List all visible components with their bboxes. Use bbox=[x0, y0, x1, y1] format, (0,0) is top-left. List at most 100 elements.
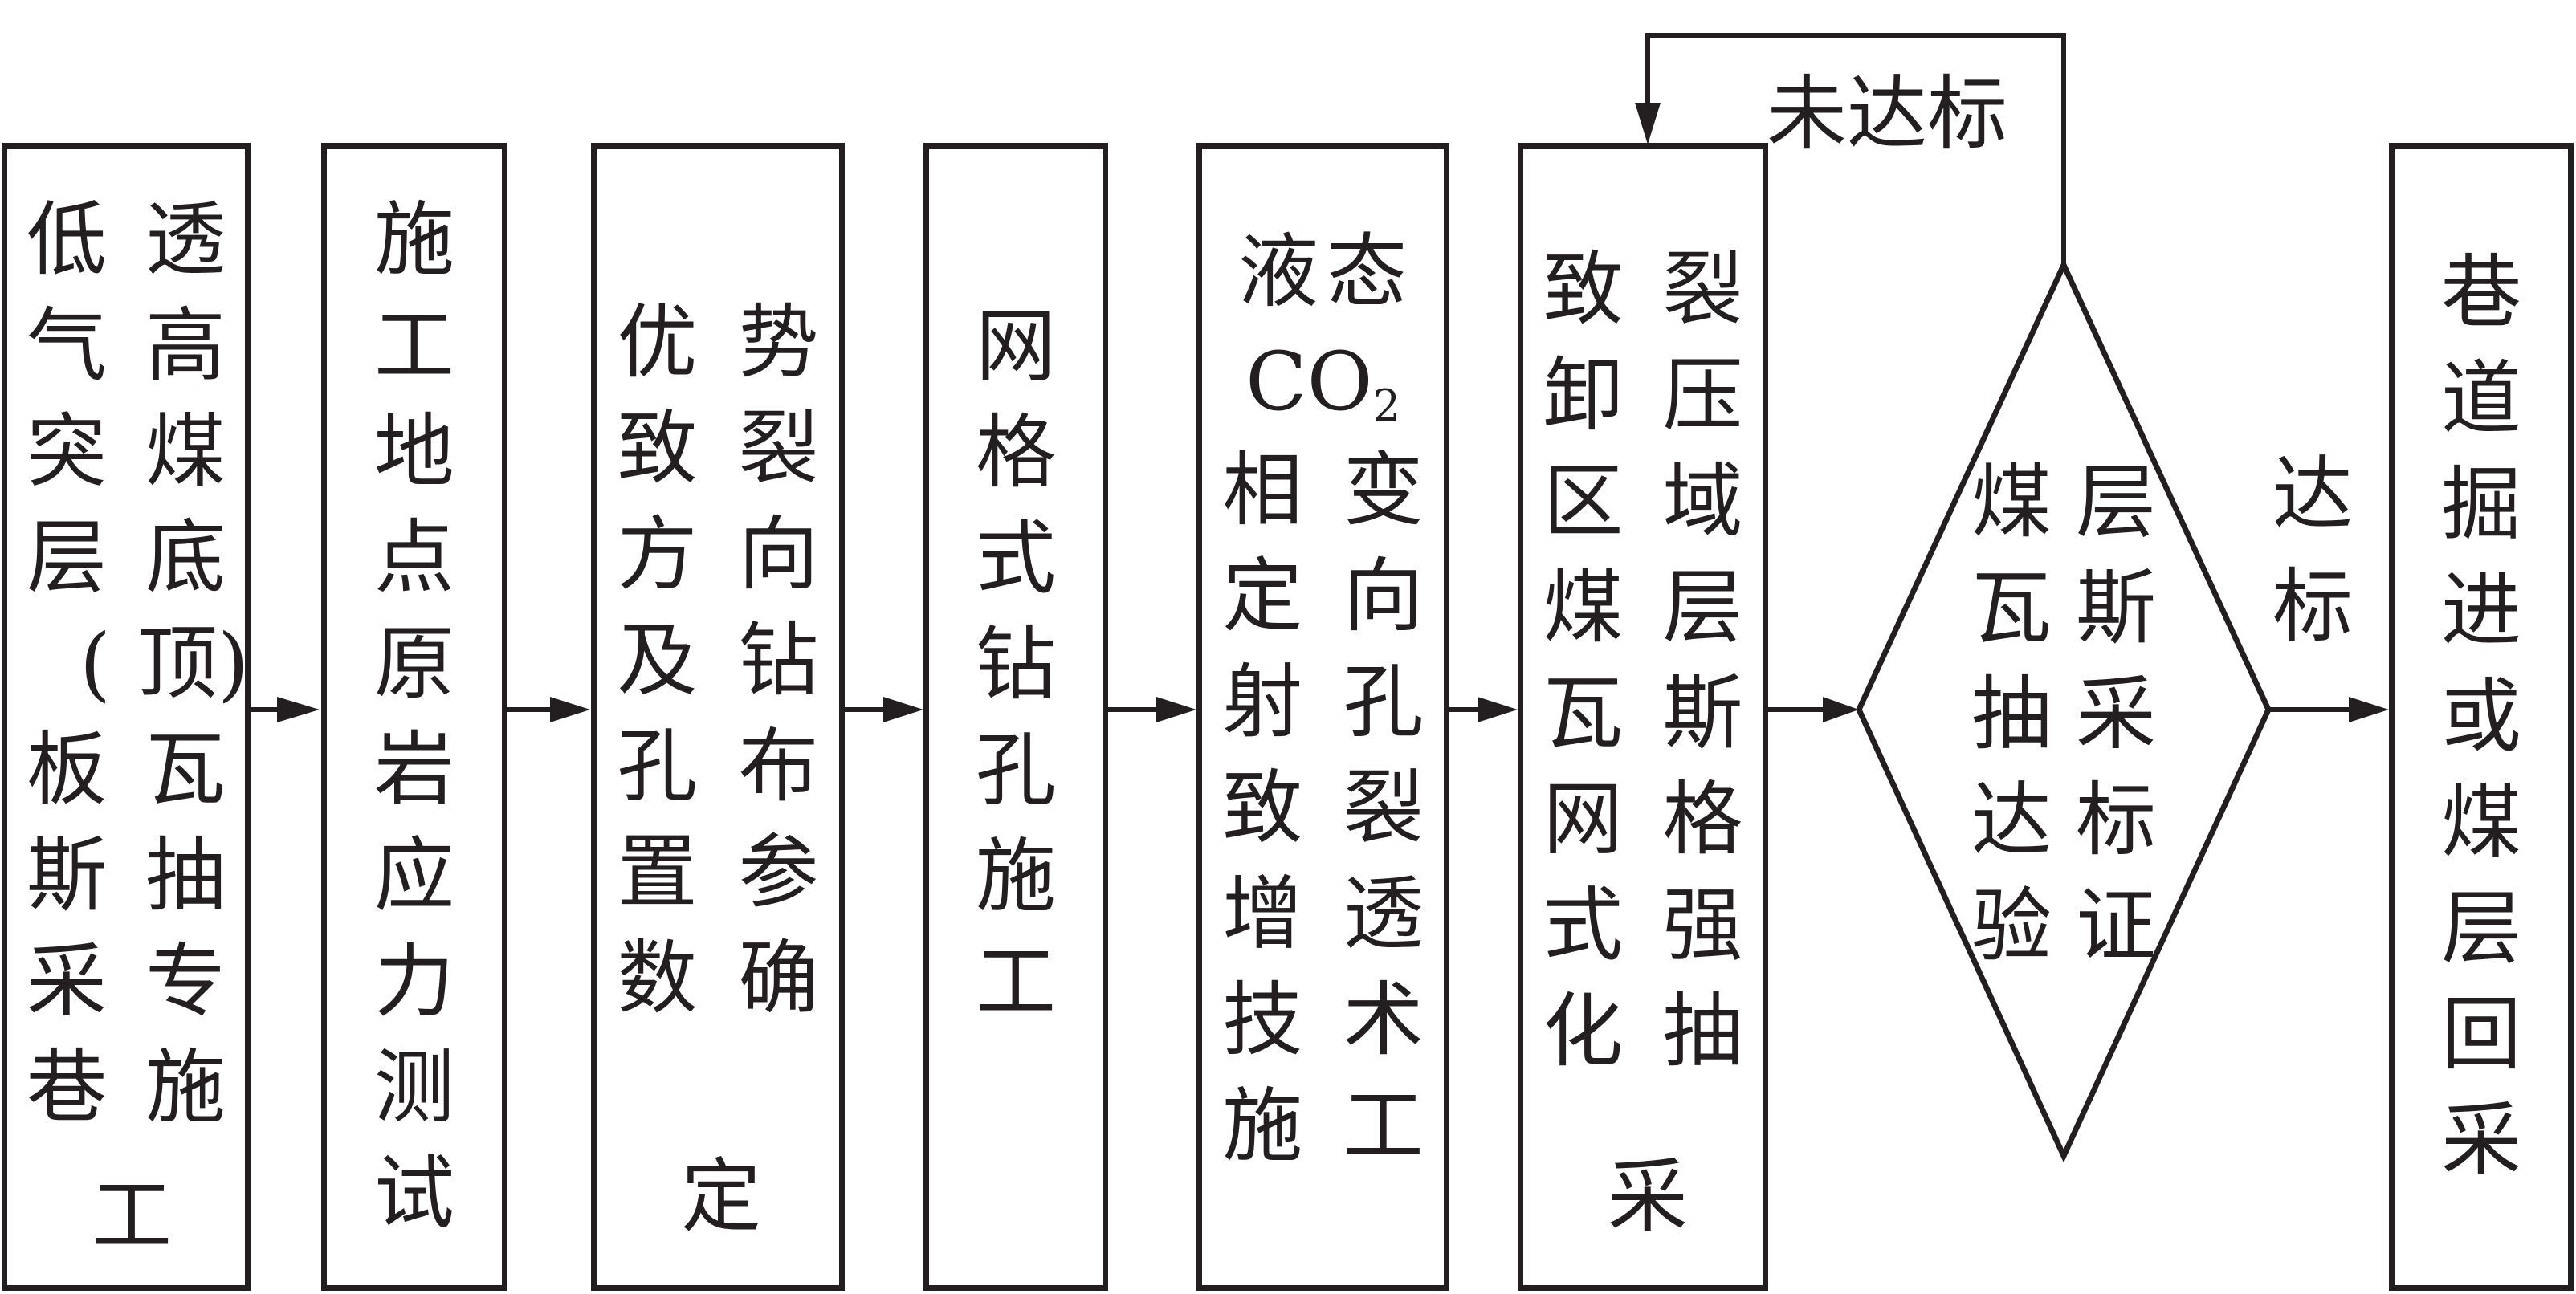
edge-label-pass-2: 标 bbox=[2272, 560, 2353, 653]
char: 域 bbox=[1662, 454, 1743, 548]
arrowhead-5-6 bbox=[1478, 697, 1518, 722]
char: 增 bbox=[1222, 867, 1303, 961]
char: 煤 bbox=[1971, 455, 2052, 549]
char: 瓦 bbox=[1971, 561, 2052, 655]
char: 采 bbox=[2441, 1093, 2521, 1187]
char: 致 bbox=[1222, 761, 1303, 855]
char: 向 bbox=[1343, 549, 1424, 643]
char: 层 bbox=[2441, 881, 2521, 975]
node-5-co2-label: CO2 bbox=[1245, 335, 1400, 431]
char: 射 bbox=[1222, 655, 1303, 749]
char: 致 bbox=[1543, 242, 1624, 336]
char: 巷 bbox=[26, 1040, 107, 1134]
char: 煤 bbox=[145, 405, 226, 498]
char: 底 bbox=[145, 511, 226, 604]
node-coal-roadway-construction: 低 气 突 层 ( 板 斯 采 巷 透 高 煤 底 顶) 瓦 抽 专 施 工 bbox=[2, 143, 251, 1291]
char: 抽 bbox=[1662, 984, 1743, 1078]
char: 术 bbox=[1343, 973, 1424, 1067]
char: 裂 bbox=[738, 401, 819, 495]
char: 突 bbox=[26, 405, 107, 498]
char: 板 bbox=[26, 722, 107, 816]
char: 孔 bbox=[1343, 655, 1424, 749]
char: 斯 bbox=[26, 828, 107, 922]
char: 证 bbox=[2076, 879, 2156, 973]
char: 层 bbox=[26, 511, 107, 604]
char: 数 bbox=[617, 931, 698, 1025]
node-6-col-a: 致 卸 区 煤 瓦 网 式 化 bbox=[1523, 149, 1643, 1173]
char: 强 bbox=[1662, 878, 1743, 972]
arrowhead-4-5 bbox=[1156, 697, 1196, 722]
char: 施 bbox=[374, 193, 454, 287]
char: 抽 bbox=[1971, 667, 2052, 761]
char: 气 bbox=[26, 299, 107, 393]
decision-col-b: 层 斯 采 标 证 bbox=[2064, 442, 2168, 987]
decision-diamond bbox=[1856, 258, 2272, 1163]
char: 工 bbox=[976, 935, 1056, 1029]
node-5-row-1: 液 态 bbox=[1202, 219, 1444, 325]
char: 煤 bbox=[2441, 775, 2521, 869]
node-3-col-a: 优 致 方 及 孔 置 数 bbox=[597, 149, 718, 1173]
char: 势 bbox=[738, 295, 819, 389]
char: 层 bbox=[1662, 560, 1743, 654]
node-1-col-b: 透 高 煤 底 顶) 瓦 抽 专 施 bbox=[126, 149, 249, 1285]
char: 裂 bbox=[1662, 242, 1743, 336]
char: 斯 bbox=[1662, 666, 1743, 760]
char: 方 bbox=[617, 507, 698, 601]
node-6-col-b: 裂 压 域 层 斯 格 强 抽 bbox=[1643, 149, 1763, 1173]
char: 透 bbox=[1343, 867, 1424, 961]
char: 道 bbox=[2441, 352, 2521, 446]
char: 地 bbox=[374, 405, 454, 498]
char: 变 bbox=[1343, 443, 1424, 537]
char: 施 bbox=[1222, 1079, 1303, 1173]
char: 格 bbox=[976, 405, 1056, 499]
char: 或 bbox=[2441, 669, 2521, 763]
arrowhead-1-2 bbox=[277, 697, 320, 722]
char: 区 bbox=[1543, 454, 1624, 548]
node-roadway-excavation-or-mining: 巷 道 掘 进 或 煤 层 回 采 bbox=[2389, 143, 2574, 1291]
char: 力 bbox=[374, 934, 454, 1028]
char: 参 bbox=[738, 825, 819, 919]
char: 原 bbox=[374, 616, 454, 710]
char: 瓦 bbox=[145, 722, 226, 816]
char: 式 bbox=[976, 511, 1056, 605]
node-2-text: 施 工 地 点 原 岩 应 力 测 试 bbox=[327, 149, 502, 1285]
char: 掘 bbox=[2441, 458, 2521, 551]
node-enhanced-gas-extraction: 致 卸 区 煤 瓦 网 式 化 裂 压 域 层 斯 格 强 抽 采 bbox=[1518, 143, 1768, 1291]
char: 态 bbox=[1327, 225, 1407, 319]
arrowhead-6-decision bbox=[1823, 697, 1859, 722]
char: 化 bbox=[1543, 984, 1624, 1078]
char: 技 bbox=[1222, 973, 1303, 1067]
node-4-text: 网 格 式 钻 孔 施 工 bbox=[929, 149, 1103, 1181]
node-3-col-b: 势 裂 向 钻 布 参 确 bbox=[718, 149, 839, 1173]
char: 巷 bbox=[2441, 246, 2521, 340]
char: 优 bbox=[617, 295, 698, 389]
char: 布 bbox=[738, 719, 819, 813]
char: ( bbox=[79, 616, 111, 710]
char: 式 bbox=[1543, 878, 1624, 972]
char: 透 bbox=[145, 193, 226, 287]
char: 煤 bbox=[1543, 560, 1624, 654]
arrowhead-3-4 bbox=[883, 697, 923, 722]
feedback-loop bbox=[1645, 33, 2066, 265]
char: 向 bbox=[738, 507, 819, 601]
char: 专 bbox=[145, 934, 226, 1028]
node-1-tail: 工 bbox=[92, 1169, 172, 1263]
char: 网 bbox=[1543, 772, 1624, 866]
arrowhead-2-3 bbox=[550, 697, 590, 722]
char: 高 bbox=[145, 299, 226, 393]
node-6-tail: 采 bbox=[1608, 1150, 1688, 1243]
char: 瓦 bbox=[1543, 666, 1624, 760]
decision-col-a: 煤 瓦 抽 达 验 bbox=[1959, 442, 2064, 987]
char: 孔 bbox=[617, 719, 698, 813]
char: 点 bbox=[374, 511, 454, 604]
char: 低 bbox=[26, 193, 107, 287]
char: 层 bbox=[2076, 455, 2156, 549]
node-8-text: 巷 道 掘 进 或 煤 层 回 采 bbox=[2395, 149, 2568, 1285]
char: 采 bbox=[2076, 667, 2156, 761]
char: 压 bbox=[1662, 348, 1743, 442]
char: 确 bbox=[738, 931, 819, 1025]
char: 试 bbox=[374, 1146, 454, 1240]
node-co2-phase-change-fracturing: 液 态 CO2 相 定 射 致 增 技 施 变 向 孔 裂 透 术 工 bbox=[1196, 143, 1449, 1291]
